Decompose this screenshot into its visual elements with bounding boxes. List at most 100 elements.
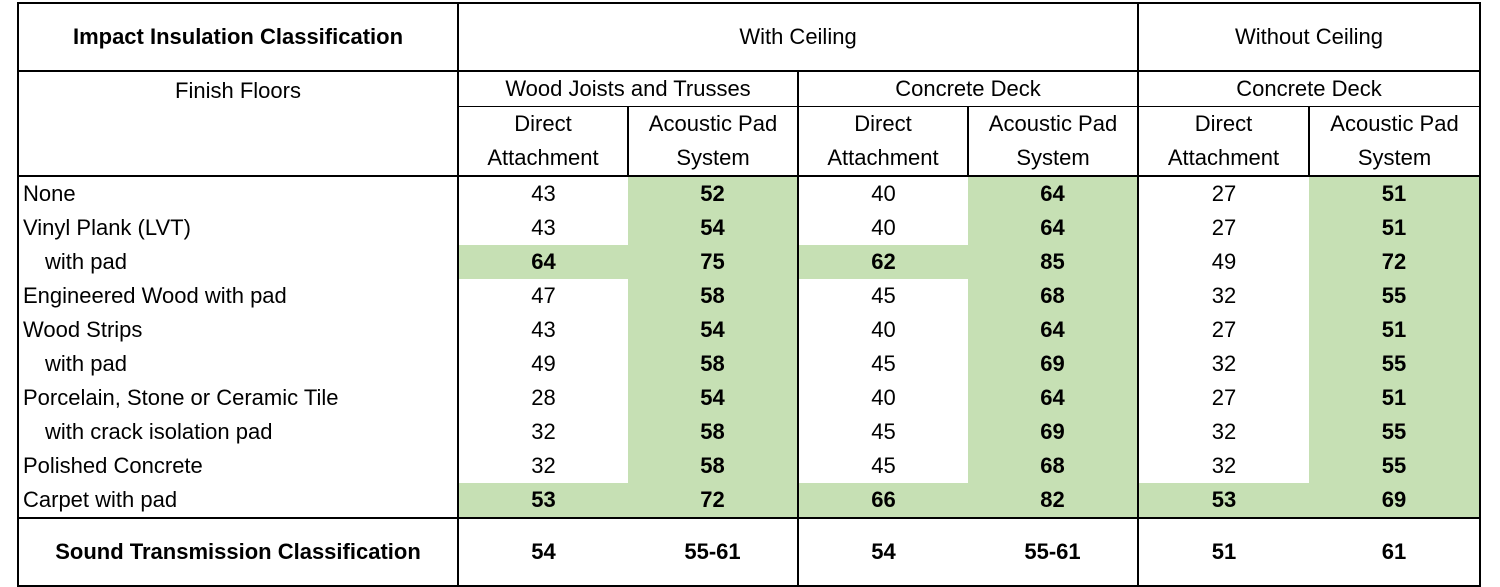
iic-value: 62 xyxy=(798,245,968,279)
stc-value: 55-61 xyxy=(968,517,1139,587)
iic-value: 28 xyxy=(531,385,556,410)
concrete-deck-header-2: Concrete Deck xyxy=(1138,71,1482,107)
table-row: Wood Strips 43 54 40 64 27 51 xyxy=(17,313,1482,347)
iic-value: 54 xyxy=(628,381,799,415)
concrete-deck-header-1: Concrete Deck xyxy=(798,71,1139,107)
iic-value: 45 xyxy=(871,453,896,478)
iic-value: 51 xyxy=(1309,313,1482,347)
direct-header: Direct xyxy=(1138,106,1310,141)
iic-value: 40 xyxy=(871,317,896,342)
iic-value: 43 xyxy=(531,181,556,206)
iic-value: 69 xyxy=(1309,483,1482,518)
iic-value: 51 xyxy=(1309,176,1482,211)
stc-label: Sound Transmission Classification xyxy=(17,517,459,587)
row-label: Vinyl Plank (LVT) xyxy=(17,211,459,245)
table-row: Engineered Wood with pad 47 58 45 68 32 55 xyxy=(17,279,1482,313)
iic-value: 45 xyxy=(871,283,896,308)
iic-value: 54 xyxy=(628,313,799,347)
iic-value: 52 xyxy=(628,176,799,211)
iic-value: 40 xyxy=(871,181,896,206)
iic-value: 55 xyxy=(1309,449,1482,483)
acoustic-pad-header: Acoustic Pad xyxy=(1309,106,1482,141)
iic-value: 43 xyxy=(531,317,556,342)
iic-value: 53 xyxy=(458,483,628,518)
stc-value: 61 xyxy=(1309,517,1482,587)
table-row: None 43 52 40 64 27 51 xyxy=(17,176,1482,211)
iic-value: 32 xyxy=(531,453,556,478)
iic-value: 32 xyxy=(531,419,556,444)
acoustic-pad-header: Acoustic Pad xyxy=(628,106,799,141)
iic-value: 45 xyxy=(871,351,896,376)
iic-value: 54 xyxy=(628,211,799,245)
table-row: Polished Concrete 32 58 45 68 32 55 xyxy=(17,449,1482,483)
row-label: None xyxy=(17,176,459,211)
iic-value: 72 xyxy=(628,483,799,518)
wood-joists-header: Wood Joists and Trusses xyxy=(458,71,799,107)
iic-value: 27 xyxy=(1211,385,1237,410)
iic-value: 69 xyxy=(968,415,1139,449)
table-row: Vinyl Plank (LVT) 43 54 40 64 27 51 xyxy=(17,211,1482,245)
iic-value: 68 xyxy=(968,449,1139,483)
iic-value: 32 xyxy=(1211,453,1237,478)
row-label: Wood Strips xyxy=(17,313,459,347)
row-label: with pad xyxy=(17,347,459,381)
iic-value: 58 xyxy=(628,279,799,313)
acoustic-pad-header: Acoustic Pad xyxy=(968,106,1139,141)
iic-value: 40 xyxy=(871,215,896,240)
with-ceiling-header: With Ceiling xyxy=(458,2,1139,72)
attachment-header: Attachment xyxy=(798,141,969,177)
iic-value: 53 xyxy=(1138,483,1309,518)
iic-value: 27 xyxy=(1211,317,1237,342)
iic-value: 27 xyxy=(1211,181,1237,206)
system-header: System xyxy=(968,141,1139,177)
iic-value: 55 xyxy=(1309,347,1482,381)
stc-value: 54 xyxy=(798,517,968,587)
iic-value: 51 xyxy=(1309,381,1482,415)
system-header: System xyxy=(628,141,799,177)
iic-value: 27 xyxy=(1211,215,1237,240)
row-label: Carpet with pad xyxy=(17,483,459,518)
iic-value: 58 xyxy=(628,347,799,381)
stc-value: 51 xyxy=(1138,517,1309,587)
iic-value: 64 xyxy=(458,245,628,279)
table-title: Impact Insulation Classification xyxy=(17,2,459,72)
iic-value: 55 xyxy=(1309,279,1482,313)
row-label: Polished Concrete xyxy=(17,449,459,483)
iic-value: 75 xyxy=(628,245,799,279)
iic-value: 68 xyxy=(968,279,1139,313)
iic-value: 58 xyxy=(628,415,799,449)
iic-value: 47 xyxy=(531,283,556,308)
iic-value: 58 xyxy=(628,449,799,483)
iic-value: 51 xyxy=(1309,211,1482,245)
iic-value: 64 xyxy=(968,381,1139,415)
iic-value: 32 xyxy=(1211,419,1237,444)
iic-value: 72 xyxy=(1309,245,1482,279)
iic-value: 49 xyxy=(1211,249,1237,274)
iic-value: 64 xyxy=(968,211,1139,245)
iic-value: 64 xyxy=(968,313,1139,347)
direct-header: Direct xyxy=(458,106,629,141)
iic-value: 32 xyxy=(1211,351,1237,376)
attachment-header: Attachment xyxy=(1138,141,1310,177)
stc-value: 55-61 xyxy=(628,517,799,587)
attachment-header: Attachment xyxy=(458,141,629,177)
iic-value: 43 xyxy=(531,215,556,240)
row-label: Engineered Wood with pad xyxy=(17,279,459,313)
iic-value: 45 xyxy=(871,419,896,444)
iic-value: 64 xyxy=(968,176,1139,211)
iic-value: 66 xyxy=(798,483,968,518)
stc-value: 54 xyxy=(458,517,628,587)
iic-value: 32 xyxy=(1211,283,1237,308)
iic-table: Impact Insulation Classification With Ce… xyxy=(17,2,1482,587)
iic-value: 55 xyxy=(1309,415,1482,449)
iic-value: 49 xyxy=(531,351,556,376)
iic-value: 82 xyxy=(968,483,1139,518)
system-header: System xyxy=(1309,141,1482,177)
row-label: Porcelain, Stone or Ceramic Tile xyxy=(17,381,459,415)
